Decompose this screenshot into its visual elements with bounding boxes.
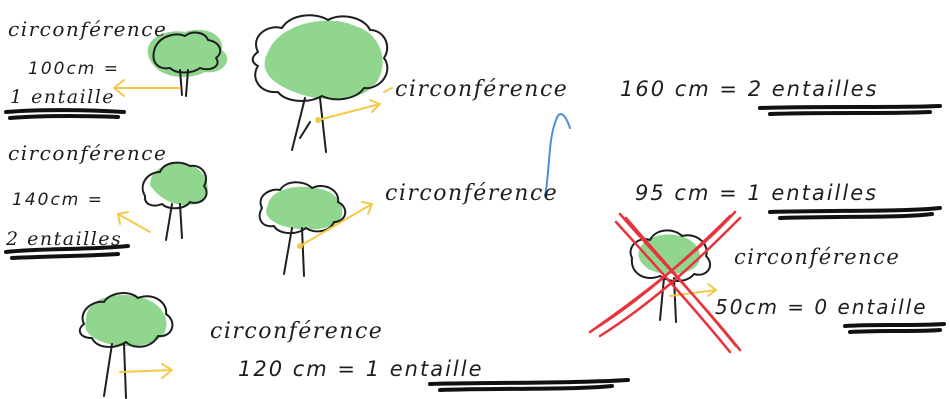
red-cross-mark [588, 210, 742, 354]
stray-blue-line [544, 113, 571, 197]
underline-4 [768, 206, 942, 220]
tree-foliage [150, 163, 208, 206]
equation-5: 120 cm = 1 entaille [238, 357, 484, 381]
circumference-label-4: circonférence [385, 181, 558, 206]
tree-large-top [251, 14, 393, 153]
tree-crown-outline [629, 229, 712, 282]
measure-start-dot [297, 243, 303, 249]
tree-foliage [264, 20, 383, 100]
measure-value-1: 100cm = [28, 59, 120, 79]
tree-crown-outline [78, 292, 174, 348]
tree-middle-left [117, 161, 208, 241]
notch-count-1: 1 entaille [10, 86, 115, 108]
measure-arrow [299, 201, 373, 247]
equation-6: 50cm = 0 entaille [715, 295, 928, 319]
tree-crown-outline [141, 161, 208, 210]
circumference-label-5: circonférence [210, 319, 383, 344]
tree-foliage [85, 295, 167, 347]
measure-arrow [317, 87, 393, 121]
underline-1 [4, 108, 126, 120]
measure-value-2: 140cm = [12, 190, 104, 210]
measure-start-dot [315, 117, 321, 123]
circumference-label-3: circonférence [395, 77, 568, 102]
circumference-label-1: circonférence [8, 17, 167, 41]
equation-4: 95 cm = 1 entailles [635, 181, 878, 205]
measure-arrow [119, 363, 173, 379]
notch-count-2: 2 entailles [5, 228, 122, 250]
tree-foliage [147, 29, 228, 77]
tree-crown-outline [251, 14, 389, 102]
tree-trunk [283, 227, 305, 277]
tree-top-left [113, 29, 228, 97]
circumference-label-6: circonférence [734, 245, 900, 269]
underline-5 [428, 378, 630, 392]
tree-trunk [165, 203, 183, 241]
underline-3 [758, 104, 942, 116]
underline-2 [4, 244, 130, 260]
underline-6 [843, 322, 946, 334]
tree-trunk [179, 69, 189, 97]
tree-bottom [78, 292, 174, 399]
tree-trunk [291, 97, 327, 153]
circumference-label-2: circonférence [8, 141, 167, 165]
tree-center [258, 181, 373, 277]
measure-arrow [117, 211, 151, 233]
equation-3: 160 cm = 2 entailles [620, 77, 878, 101]
measure-arrow [113, 79, 181, 97]
tree-crown-outline [258, 181, 347, 234]
tree-foliage [266, 186, 343, 230]
tree-crown-outline [152, 31, 222, 74]
